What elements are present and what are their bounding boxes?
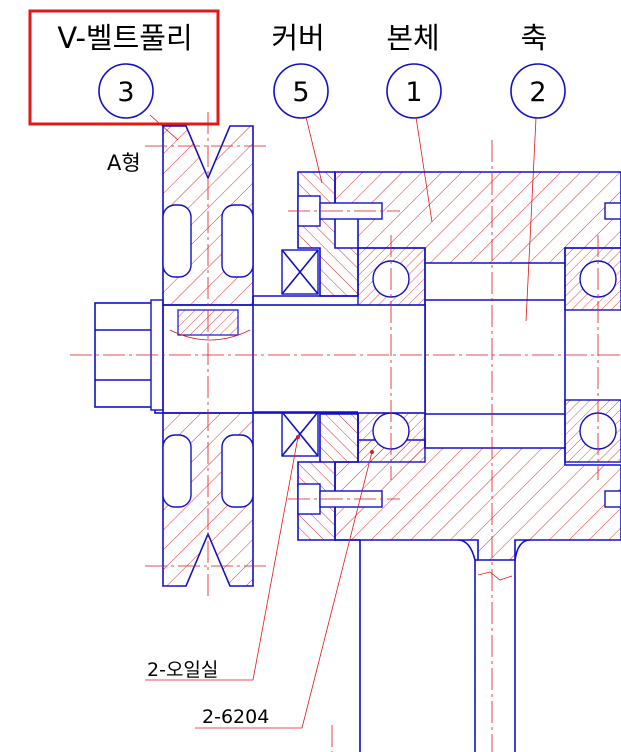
bolt-right-bottom: [604, 490, 621, 508]
shaft: [154, 295, 426, 414]
bearing-leader: [195, 450, 374, 729]
bolt-right-top: [604, 202, 621, 220]
balloon-pulley-number: 3: [117, 77, 134, 108]
belt-type-label: A형: [107, 151, 141, 175]
bearing-label: 2-6204: [202, 706, 269, 728]
oil-seal-bottom: [281, 411, 319, 457]
pulley-label: V-벨트풀리: [57, 21, 192, 55]
bearing-left-top: [357, 247, 426, 311]
balloon-cover-number: 5: [292, 77, 309, 108]
cover-label: 커버: [271, 21, 324, 55]
balloon-shaft-number: 2: [529, 77, 546, 108]
bearing-right-top: [564, 247, 621, 311]
body-label: 본체: [386, 21, 439, 55]
shaft-label: 축: [521, 21, 548, 55]
oil-seal-top: [281, 249, 319, 295]
balloon-shaft: 2: [510, 63, 566, 119]
balloon-body-number: 1: [405, 77, 422, 108]
balloon-cover: 5: [273, 63, 329, 119]
center-lines: [70, 112, 621, 752]
highlight-box: [28, 9, 220, 126]
balloon-body: 1: [386, 63, 442, 119]
balloon-pulley: 3: [98, 63, 154, 119]
bearing-right-bottom: [564, 399, 621, 463]
oil-seal-leader: [145, 435, 300, 681]
oil-seal-label: 2-오일실: [147, 659, 218, 681]
